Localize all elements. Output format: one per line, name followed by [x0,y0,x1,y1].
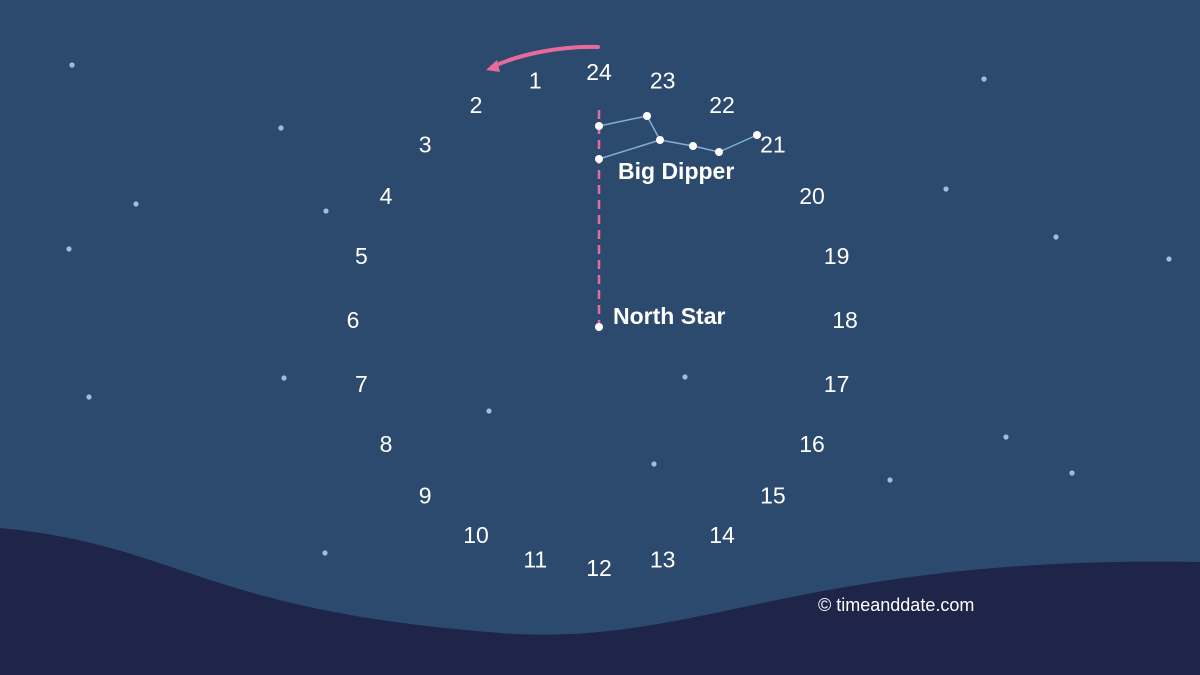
hour-label: 20 [799,183,825,209]
hour-label: 15 [760,482,786,508]
background-star [887,477,893,483]
background-star [981,76,987,82]
hour-label: 3 [419,132,432,158]
constellation-line [646,115,661,141]
background-star [1166,256,1172,262]
hour-label: 17 [824,371,850,397]
hour-label: 7 [355,371,368,397]
hour-label: 10 [463,522,489,548]
background-star [281,375,287,381]
constellation-line [659,139,694,147]
background-star [651,461,657,467]
hour-label: 5 [355,243,368,269]
hour-label: 4 [380,183,393,209]
hour-label: 18 [832,307,858,333]
credit-text: © timeanddate.com [818,595,974,615]
background-star [133,201,139,207]
big-dipper-label: Big Dipper [618,158,734,184]
background-star [66,246,72,252]
ground-hills [0,528,1200,675]
constellation-star [643,112,651,120]
constellation-line [692,145,720,153]
background-star [86,394,92,400]
north-star-label: North Star [613,303,726,329]
rotation-arrow-shaft [490,44,600,69]
hour-label: 13 [650,547,676,573]
background-star [278,125,284,131]
background-star [486,408,492,414]
background-star [322,550,328,556]
constellation-line [598,139,661,160]
hour-label: 8 [380,431,393,457]
counterclockwise-arrow-icon [486,44,600,72]
constellation-star [753,131,761,139]
background-star [1069,470,1075,476]
constellation-star [656,136,664,144]
hour-label: 9 [419,482,432,508]
hour-label: 21 [760,132,786,158]
hour-label: 14 [709,522,735,548]
background-star [69,62,75,68]
constellation-star [689,142,697,150]
constellation-star [715,148,723,156]
hour-label: 2 [470,92,483,118]
north-star-icon [595,323,603,331]
constellation-star [595,122,603,130]
constellation-line [598,115,648,127]
hour-label: 16 [799,431,825,457]
hour-label: 1 [529,68,542,94]
hour-label: 19 [824,243,850,269]
constellation-star [595,155,603,163]
constellation-line [718,134,758,153]
hour-label: 6 [347,307,360,333]
hour-label: 12 [586,555,612,581]
background-stars [66,62,1172,556]
background-star [1053,234,1059,240]
hour-label: 22 [709,92,735,118]
big-dipper-constellation [595,112,761,163]
background-star [943,186,949,192]
background-star [323,208,329,214]
rotation-arrow-head [486,60,500,72]
background-star [1003,434,1009,440]
hour-label: 11 [523,547,547,573]
hour-label: 23 [650,68,676,94]
hour-label: 24 [586,59,612,85]
background-star [682,374,688,380]
